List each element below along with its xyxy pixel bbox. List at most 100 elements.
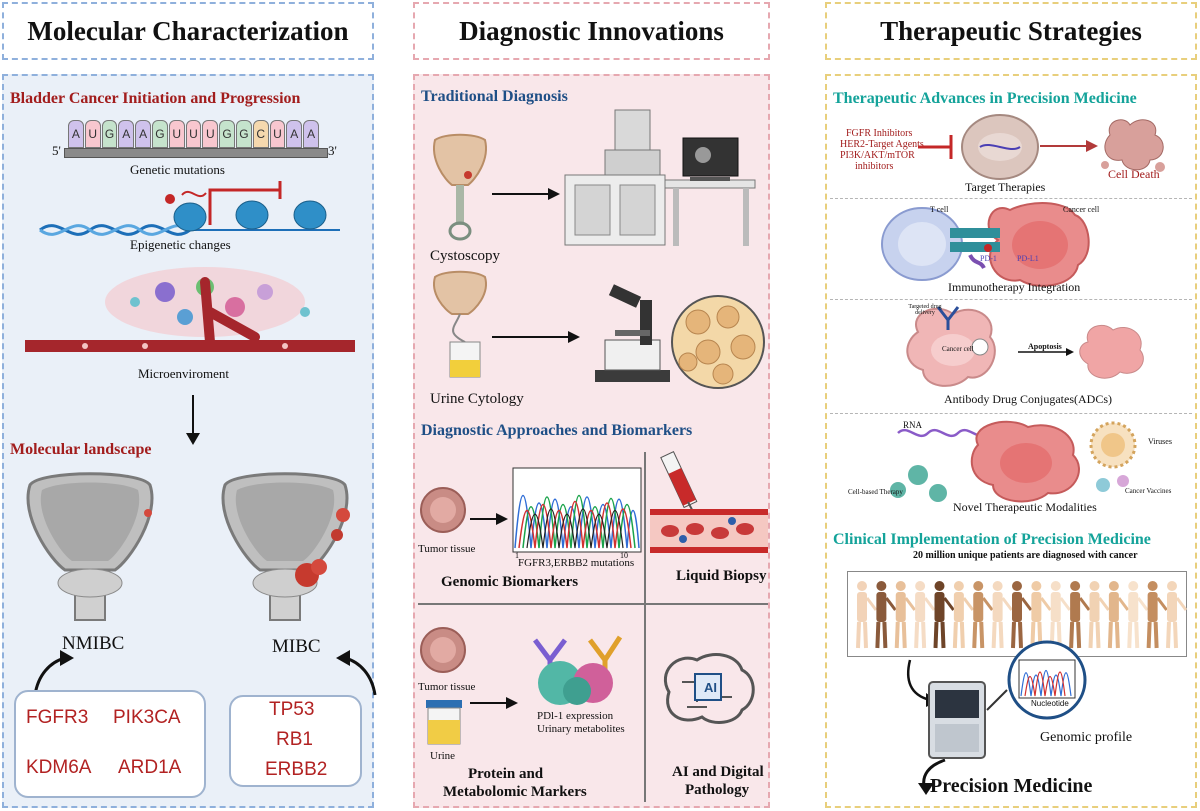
nmibc-bladder <box>26 472 154 621</box>
patient-figure <box>1146 581 1168 649</box>
dna-base: A <box>303 120 319 148</box>
blood-vessel-icon <box>650 509 768 553</box>
genomic-biomarkers-title: Genomic Biomarkers <box>441 574 579 590</box>
adc-cancer-cell-label: Cancer cell <box>942 345 974 353</box>
mibc-gene-box <box>229 695 362 787</box>
cystoscopy-arrow <box>492 188 560 200</box>
tumor-tissue-label-2: Tumor tissue <box>418 681 476 693</box>
dna-base: G <box>101 120 118 148</box>
dna-base: U <box>168 120 185 148</box>
inhibitor-pi3k: PI3K/AKT/mTOR <box>840 150 915 161</box>
targeted-drug-label: Targeted drug delivery <box>908 304 942 316</box>
therapeutic-header: Therapeutic Strategies <box>825 2 1197 60</box>
sequencer-machine-icon <box>928 681 986 759</box>
sequencing-chart <box>512 467 642 553</box>
epigenetic-diagram <box>39 181 340 236</box>
mutation-label: FGFR3,ERBB2 mutations <box>518 557 635 569</box>
gene-rb1: RB1 <box>276 729 313 750</box>
urine-label: Urine <box>430 750 456 762</box>
target-cell-icon <box>961 114 1039 180</box>
cell-zoom-icon <box>671 295 765 389</box>
dead-cell-icon <box>1101 119 1165 172</box>
patient-figure <box>1030 581 1052 649</box>
patient-figure <box>1088 581 1110 649</box>
urine-bag-icon <box>433 270 487 378</box>
urine-cup-icon <box>426 700 462 745</box>
protein-complex-icon <box>533 635 623 705</box>
microenvironment-diagram <box>25 267 355 352</box>
landscape-title: Molecular landscape <box>10 441 152 458</box>
patient-figure <box>875 581 897 649</box>
seq-tick-start: 1 <box>515 551 519 560</box>
cytology-label: Urine Cytology <box>430 391 524 407</box>
molecular-panel <box>2 74 374 808</box>
patient-figure <box>1107 581 1130 649</box>
microscope-icon <box>595 284 670 382</box>
protein-title-line1: Protein and <box>468 766 544 782</box>
diagnostic-header: Diagnostic Innovations <box>413 2 770 60</box>
pdl1-expression-label: PDl-1 expression <box>537 710 614 722</box>
ai-title-line1: AI and Digital <box>672 764 764 780</box>
approaches-title: Diagnostic Approaches and Biomarkers <box>421 422 693 439</box>
nucleotide-label: Nucleotide <box>1031 699 1069 708</box>
gene-fgfr3: FGFR3 <box>26 707 89 728</box>
dna-base: C <box>252 120 269 148</box>
apoptosis-label: Apoptosis <box>1028 342 1062 351</box>
inhibitor-fgfr: FGFR Inhibitors <box>846 128 913 139</box>
pd1-label: PD-1 <box>980 254 997 263</box>
molecular-title: Molecular Characterization <box>27 15 349 46</box>
divider-1 <box>830 198 1192 199</box>
nmibc-gene-box <box>14 690 206 798</box>
patient-figure <box>1049 581 1071 649</box>
novel-modalities-diagram <box>890 420 1137 503</box>
vaccines-label: Cancer Vaccines <box>1125 487 1172 495</box>
patient-figure <box>914 581 936 649</box>
tumor-tissue-label-1: Tumor tissue <box>418 543 476 555</box>
mibc-arrow <box>336 650 377 696</box>
cytology-arrow <box>492 331 580 343</box>
mibc-bladder <box>221 472 350 621</box>
down-arrow <box>186 395 200 445</box>
scope-machine-icon <box>564 109 756 246</box>
cystoscopy-bladder-icon <box>433 133 487 241</box>
patient-figure <box>1011 581 1033 649</box>
gene-ard1a: ARD1A <box>118 757 182 778</box>
genomic-profile-label: Genomic profile <box>1040 730 1133 745</box>
gene-erbb2: ERBB2 <box>265 759 328 780</box>
gene-tp53: TP53 <box>269 699 315 720</box>
novel-modalities-label: Novel Therapeutic Modalities <box>953 500 1097 514</box>
patient-figure <box>972 581 994 649</box>
cell-death-label: Cell Death <box>1108 167 1160 181</box>
quadrant-vertical-divider <box>644 452 646 802</box>
traditional-title: Traditional Diagnosis <box>421 88 568 105</box>
dna-3-end: 3' <box>328 143 337 158</box>
precision-flow-arrow <box>906 659 946 795</box>
patient-figure <box>856 581 878 649</box>
dna-base: G <box>152 120 168 148</box>
inhibitor-suffix: inhibitors <box>855 161 894 172</box>
protein-arrow <box>470 697 518 709</box>
rna-label: RNA <box>903 420 923 430</box>
viruses-label: Viruses <box>1148 437 1172 446</box>
inhibit-symbol <box>918 135 953 159</box>
advances-title: Therapeutic Advances in Precision Medici… <box>833 90 1137 107</box>
ai-chip-text: AI <box>704 680 717 695</box>
molecular-header: Molecular Characterization <box>2 2 374 60</box>
dna-backbone <box>64 148 328 158</box>
dna-base: G <box>236 120 252 148</box>
genomic-zoom-icon <box>986 640 1087 720</box>
quadrant-horizontal-divider <box>418 603 768 605</box>
patient-figure <box>1127 581 1149 649</box>
tcell-label: T cell <box>930 205 949 214</box>
immunotherapy-label: Immunotherapy Integration <box>948 280 1081 294</box>
patient-figure <box>952 581 975 649</box>
cystoscopy-label: Cystoscopy <box>430 248 501 264</box>
clinical-title: Clinical Implementation of Precision Med… <box>833 531 1151 548</box>
urinary-metabolites-label: Urinary metabolites <box>537 723 625 735</box>
divider-2 <box>830 299 1192 300</box>
patients-label: 20 million unique patients are diagnosed… <box>913 550 1138 561</box>
tumor-tissue-icon-2 <box>420 627 466 673</box>
syringe-icon <box>660 451 701 526</box>
dna-base: A <box>118 120 135 148</box>
